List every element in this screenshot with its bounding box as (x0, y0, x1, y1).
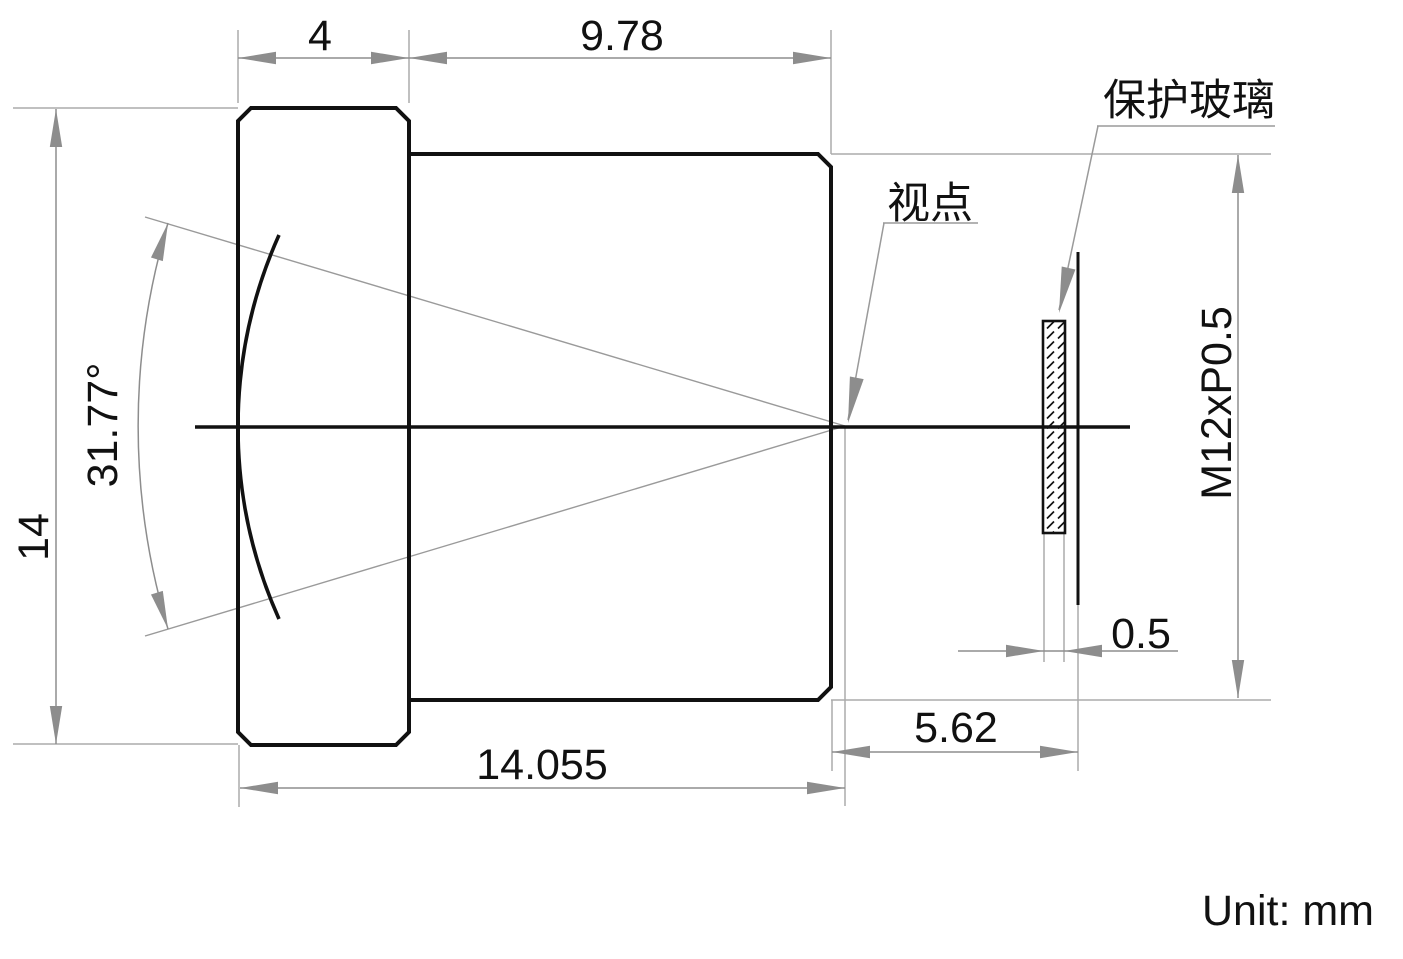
fov-lines (144, 216, 846, 637)
dim-text-barrel-length: 9.78 (580, 12, 664, 60)
arrowhead (49, 109, 63, 147)
dimension-lines (55, 57, 1239, 789)
arrowhead (793, 51, 831, 65)
protective-glass-section (1041, 319, 1067, 535)
arrowhead (409, 51, 447, 65)
arrowhead (832, 745, 870, 759)
arrowhead (240, 781, 278, 795)
arrowhead (1231, 660, 1245, 698)
protective-glass-label: 保护玻璃 (1103, 77, 1275, 125)
viewpoint-label: 视点 (887, 180, 973, 228)
dim-text-total-length: 14.055 (476, 741, 608, 789)
lens-geometry (195, 106, 1130, 747)
thread-spec-text: M12xP0.5 (1193, 306, 1241, 500)
arrowhead (1006, 644, 1044, 658)
dim-arc-fov-angle (137, 222, 169, 630)
arrowhead (150, 221, 174, 262)
arrowhead (150, 590, 174, 631)
arrowhead (1231, 155, 1245, 193)
front-lens-surface-curve (236, 234, 281, 620)
arrowhead (371, 51, 409, 65)
arrowhead (1040, 745, 1078, 759)
arrowhead (49, 706, 63, 744)
fov-line-lower (144, 425, 846, 637)
fov-line-upper (144, 216, 846, 427)
arrowhead-leader-glass (1052, 266, 1076, 315)
arrowhead-leader-viewpoint (841, 376, 864, 425)
dim-text-glass-thickness: 0.5 (1111, 610, 1171, 658)
arrowhead (238, 51, 276, 65)
lens-body-outline (409, 152, 833, 702)
dim-text-cap-length: 4 (308, 12, 332, 60)
arrowhead (807, 781, 845, 795)
extension-lines (13, 30, 1271, 807)
lens-front-cap-outline (236, 106, 411, 747)
dim-text-rear-distance: 5.62 (914, 704, 998, 752)
arrowhead (1064, 644, 1102, 658)
dim-text-diameter: 14 (10, 513, 58, 561)
unit-note: Unit: mm (1202, 887, 1374, 935)
dim-text-fov-angle: 31.77° (79, 363, 127, 488)
